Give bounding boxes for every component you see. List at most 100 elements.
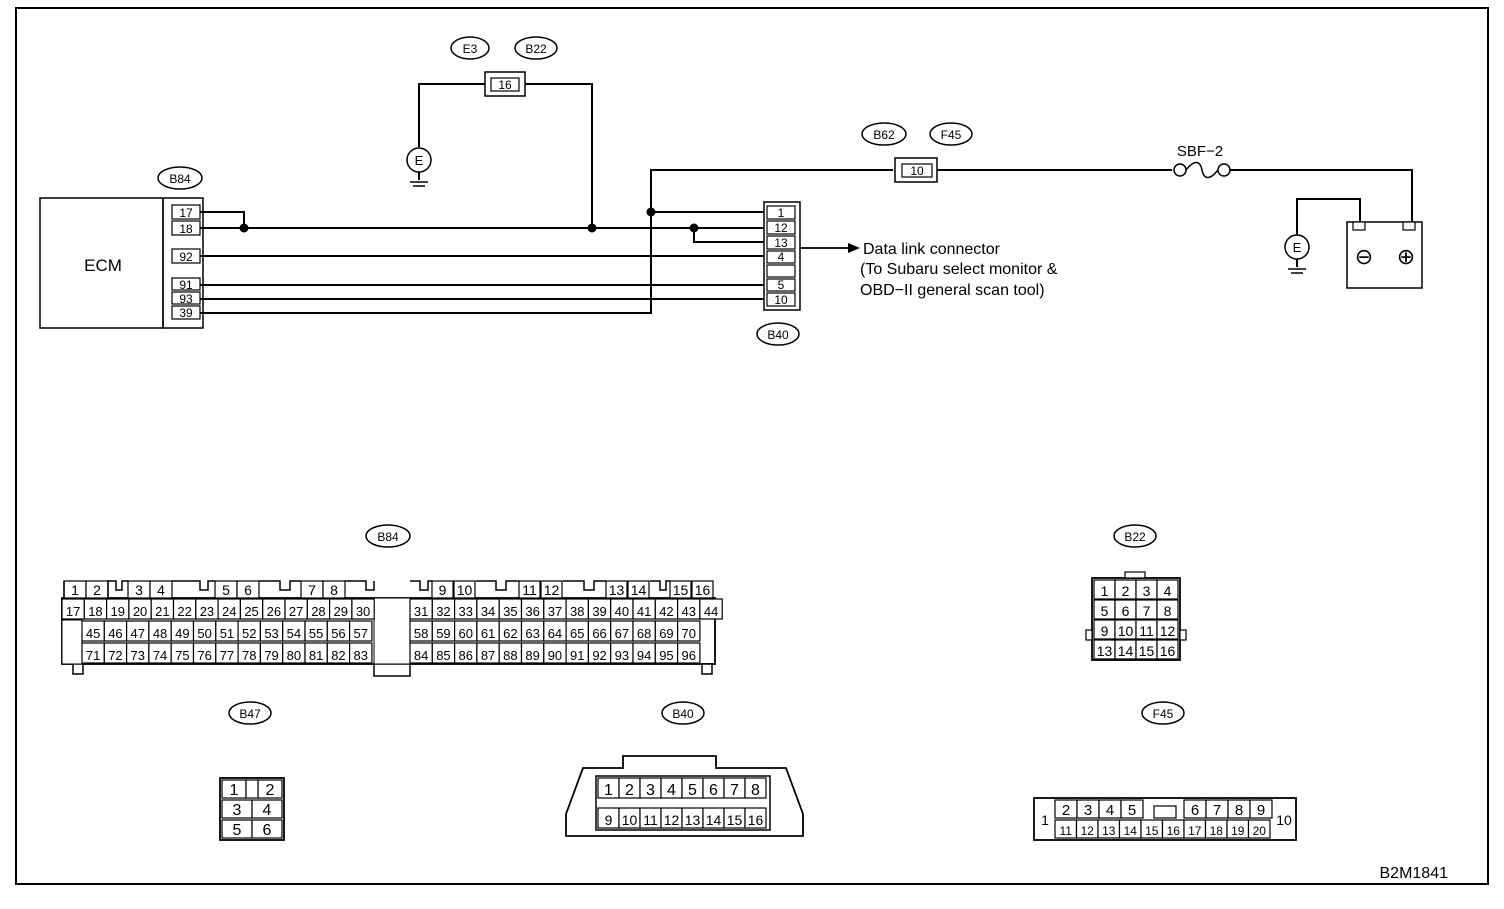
figure-code: B2M1841 <box>1380 865 1449 882</box>
pin-number: 2 <box>1062 802 1070 819</box>
pin-number: 4 <box>667 782 676 799</box>
svg-text:B22: B22 <box>525 42 547 56</box>
pin-number: 42 <box>659 604 673 619</box>
pin-number: 15 <box>1145 824 1159 838</box>
pin-number: 2 <box>93 582 101 598</box>
pin-number: 21 <box>155 604 169 619</box>
pin-number: 14 <box>1118 643 1134 659</box>
callout-e3: E3 <box>450 36 490 60</box>
pin-number: 7 <box>1213 802 1221 819</box>
b40-pin-12: 12 <box>774 221 788 235</box>
pin-number: 20 <box>133 604 147 619</box>
pin-number: 84 <box>414 648 428 663</box>
pin-number: 8 <box>1164 603 1172 619</box>
pin-number: 32 <box>436 604 450 619</box>
b40-pin-4: 4 <box>778 250 785 264</box>
pin-number: 11 <box>643 812 658 828</box>
svg-text:B84: B84 <box>377 530 399 544</box>
svg-text:B22: B22 <box>1124 530 1146 544</box>
svg-text:E: E <box>1293 240 1302 255</box>
data-link-line-2: (To Subaru select monitor & <box>860 261 1058 278</box>
svg-text:B40: B40 <box>767 328 789 342</box>
b47-key <box>245 779 259 799</box>
pin-cell <box>744 807 767 829</box>
pin-number: 7 <box>308 582 316 598</box>
pin-number: 24 <box>222 604 236 619</box>
b84-notches <box>63 580 670 598</box>
face-callout-b22: B22 <box>1113 524 1157 548</box>
pin-cell <box>1120 799 1144 819</box>
pin-number: 92 <box>592 648 606 663</box>
callout-f45: F45 <box>929 122 973 146</box>
pin-number: 13 <box>685 812 701 828</box>
pin-number: 3 <box>646 782 655 799</box>
pin-number: 86 <box>459 648 473 663</box>
data-link-arrow <box>800 243 860 253</box>
pin-number: 27 <box>289 604 303 619</box>
pin-number: 30 <box>356 604 370 619</box>
pin-cell <box>351 598 375 620</box>
pin-number: 10 <box>1118 623 1134 639</box>
pin-number: 50 <box>197 626 211 641</box>
pin-number: 16 <box>695 582 711 598</box>
pin-cell <box>251 819 283 839</box>
pin-number: 51 <box>220 626 234 641</box>
b40-pin-5: 5 <box>778 278 785 292</box>
svg-text:F45: F45 <box>1153 707 1174 721</box>
pin-number: 3 <box>1084 802 1092 819</box>
pin-number: 47 <box>131 626 145 641</box>
pin-number: 15 <box>1139 643 1155 659</box>
pin-number: 45 <box>86 626 100 641</box>
pin-cell <box>540 580 563 599</box>
pin-number: 12 <box>1160 623 1176 639</box>
pin-number: 83 <box>354 648 368 663</box>
pin-number: 36 <box>525 604 539 619</box>
pin-number: 31 <box>414 604 428 619</box>
fuse-sbf-2: SBF−2 <box>1173 143 1231 179</box>
pin-number: 66 <box>592 626 606 641</box>
pin-cell <box>605 580 628 599</box>
pin-number: 35 <box>503 604 517 619</box>
b40-pin-block <box>595 775 771 831</box>
pin-number: 9 <box>439 582 447 598</box>
pin-number: 46 <box>108 626 122 641</box>
pin-cell <box>1156 599 1179 620</box>
pin-number: 73 <box>131 648 145 663</box>
pin-number: 20 <box>1253 824 1267 838</box>
pin-cell <box>149 580 173 599</box>
pin-number: 2 <box>625 782 634 799</box>
pin-number: 11 <box>522 582 537 598</box>
pin-number: 11 <box>1060 824 1073 838</box>
pin-number: 91 <box>570 648 584 663</box>
pin-number: 22 <box>177 604 191 619</box>
pin-number: 80 <box>287 648 301 663</box>
svg-text:B84: B84 <box>169 172 191 186</box>
pin-number: 1 <box>604 782 613 799</box>
pin-number: 53 <box>264 626 278 641</box>
face-callout-b40: B40 <box>661 701 705 725</box>
b40-pin-1: 1 <box>778 206 785 220</box>
pin-number: 87 <box>481 648 495 663</box>
pin-cell <box>518 580 541 599</box>
pin-number: 5 <box>688 782 697 799</box>
pin-number: 40 <box>615 604 629 619</box>
pin-number: 1 <box>1101 583 1109 599</box>
ecm-pin-91: 91 <box>179 278 193 292</box>
callout-b22: B22 <box>514 36 558 60</box>
svg-text:E3: E3 <box>463 42 478 56</box>
pin-number: 81 <box>309 648 323 663</box>
pin-number: 60 <box>459 626 473 641</box>
pin-cell <box>1156 619 1179 640</box>
pin-number: 16 <box>1160 643 1176 659</box>
ecm-connector-b84: 17 18 92 91 93 39 <box>162 197 204 329</box>
pin-number: 61 <box>481 626 495 641</box>
f45-pin-10: 10 <box>1276 812 1292 828</box>
pin-number: 82 <box>331 648 345 663</box>
diagram-frame <box>15 7 1489 885</box>
